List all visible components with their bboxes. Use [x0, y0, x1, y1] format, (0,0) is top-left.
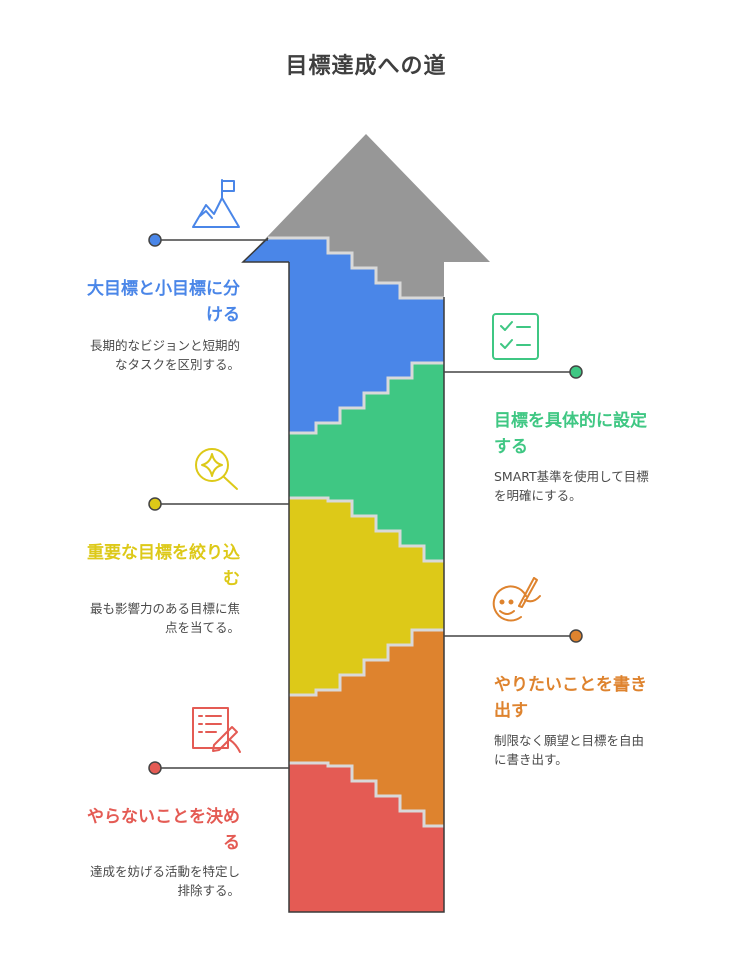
step-1-heading-line2: ける: [206, 305, 240, 325]
step-2-description: SMART基準を使用して目標 を明確にする。: [494, 467, 704, 505]
step-2-desc-line2: を明確にする。: [494, 488, 582, 503]
step-3-description: 最も影響力のある目標に焦 点を当てる。: [40, 599, 240, 637]
step-3-desc-line1: 最も影響力のある目標に焦: [89, 601, 240, 616]
connector-dot-red: [148, 761, 162, 775]
step-5-desc-line1: 達成を妨げる活動を特定し: [89, 864, 240, 879]
happy-face-pen-icon: [492, 577, 541, 622]
step-5-desc-line2: 排除する。: [177, 883, 240, 898]
step-5-heading-line2: る: [223, 833, 240, 853]
connectors: [155, 239, 576, 769]
segment-green: [289, 363, 444, 561]
document-pen-icon: [192, 707, 241, 753]
step-4-heading: やりたいことを書き 出す: [494, 672, 694, 724]
step-1-heading: 大目標と小目標に分 ける: [40, 276, 240, 328]
step-3-heading-line1: 重要な目標を絞り込: [87, 543, 240, 563]
connector-dot-yellow: [148, 497, 162, 511]
step-1-desc-line1: 長期的なビジョンと短期的: [89, 338, 240, 353]
step-4-description: 制限なく願望と目標を自由 に書き出す。: [494, 731, 704, 769]
step-4-desc-line2: に書き出す。: [494, 752, 568, 767]
step-1-description: 長期的なビジョンと短期的 なタスクを区別する。: [40, 336, 240, 374]
connector-dot-orange: [569, 629, 583, 643]
step-4-desc-line1: 制限なく願望と目標を自由: [494, 733, 645, 748]
step-5-heading-line1: やらないことを決め: [87, 807, 240, 827]
step-2-heading: 目標を具体的に設定 する: [494, 408, 694, 460]
step-5-heading: やらないことを決め る: [40, 804, 240, 856]
step-3-heading-line2: む: [223, 569, 240, 589]
segment-red: [289, 763, 444, 912]
step-3-heading: 重要な目標を絞り込 む: [40, 540, 240, 592]
column-outline-left: [288, 262, 445, 913]
column-outline: [241, 237, 289, 263]
segment-blue: [243, 238, 444, 433]
step-1-heading-line1: 大目標と小目標に分: [87, 279, 240, 299]
step-2-desc-line1: SMART基準を使用して目標: [494, 469, 649, 484]
connector-dot-blue: [148, 233, 162, 247]
checklist-icon: [492, 313, 539, 360]
segment-orange: [289, 630, 444, 826]
step-1-desc-line2: なタスクを区別する。: [114, 357, 240, 372]
page-title: 目標達成への道: [285, 54, 447, 79]
step-4-heading-line2: 出す: [494, 701, 528, 721]
step-2-heading-line2: する: [494, 437, 528, 457]
magnifier-sparkle-icon: [195, 448, 238, 490]
connector-dot-green: [569, 365, 583, 379]
step-4-heading-line1: やりたいことを書き: [494, 675, 647, 695]
step-2-heading-line1: 目標を具体的に設定: [494, 411, 647, 431]
step-3-desc-line2: 点を当てる。: [164, 620, 240, 635]
step-5-description: 達成を妨げる活動を特定し 排除する。: [40, 862, 240, 900]
step-highlights: [268, 236, 444, 828]
mountain-flag-icon: [192, 179, 240, 228]
